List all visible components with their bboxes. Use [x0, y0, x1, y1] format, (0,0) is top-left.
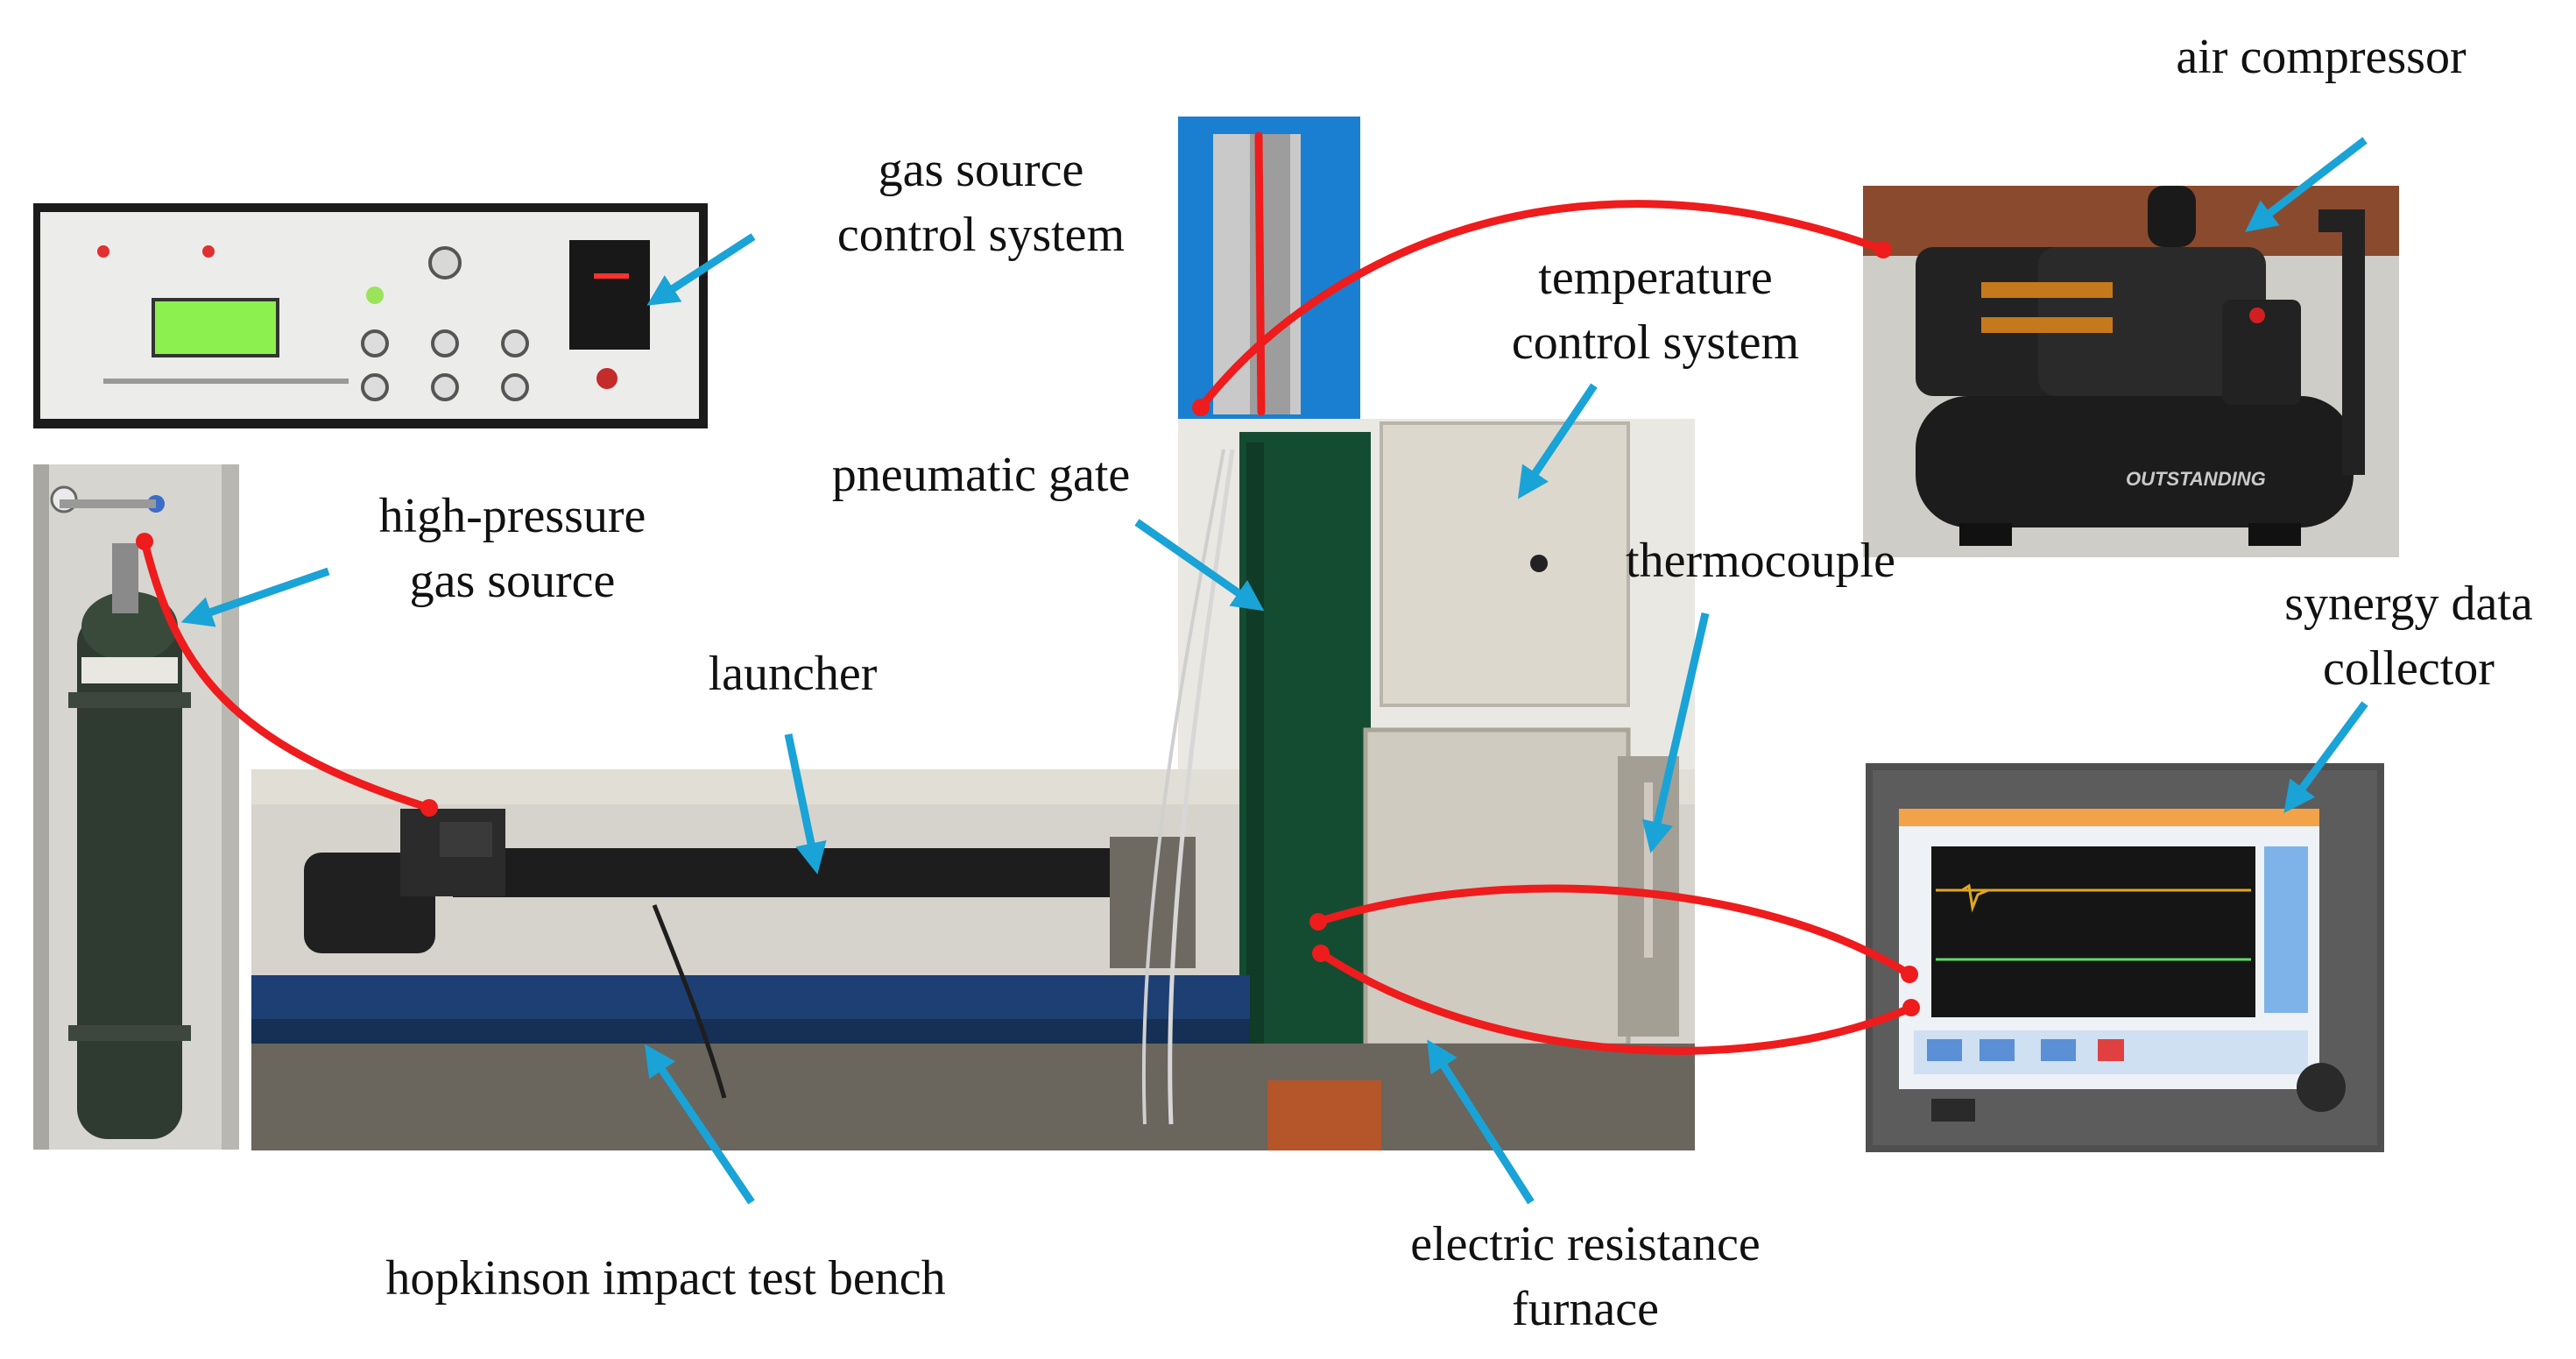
arrow-high-pressure-gas	[180, 567, 330, 627]
arrow-hopkinson	[644, 1044, 755, 1205]
gas-cylinder-photo	[33, 464, 239, 1150]
label-pneumatic-gate: pneumatic gate	[771, 442, 1191, 507]
launcher-text: launcher	[708, 647, 878, 701]
compressor-brand-text: OUTSTANDING	[2126, 468, 2266, 490]
data-collector-photo	[1866, 763, 2384, 1152]
test-bench-photo	[251, 117, 1695, 1150]
furnace-line1: electric resistance	[1410, 1217, 1761, 1271]
cable-node	[136, 533, 153, 550]
cable-node	[1901, 966, 1918, 983]
cable-node	[1192, 399, 1210, 416]
temperature-control-line2: control system	[1511, 315, 1800, 370]
label-gas-source-control: gas source control system	[771, 138, 1191, 267]
high-pressure-line2: gas source	[409, 554, 616, 608]
cable-gas-source-to-launcher	[140, 537, 434, 812]
cable-node	[1902, 999, 1920, 1016]
hopkinson-text: hopkinson impact test bench	[385, 1251, 946, 1306]
label-launcher: launcher	[648, 641, 937, 706]
label-high-pressure-gas: high-pressure gas source	[302, 484, 723, 613]
cable-node	[1309, 913, 1327, 931]
cable-node	[1312, 945, 1330, 962]
arrow-furnace	[1427, 1039, 1535, 1205]
furnace-line2: furnace	[1512, 1282, 1659, 1336]
air-compressor-text: air compressor	[2176, 30, 2467, 84]
gas-source-control-line2: control system	[836, 208, 1126, 262]
label-air-compressor: air compressor	[2128, 25, 2514, 89]
arrow-thermocouple	[1641, 612, 1710, 853]
arrow-gas-source-control	[646, 233, 756, 306]
cable-gate-upper	[1254, 131, 1266, 416]
thermocouple-text: thermocouple	[1626, 534, 1895, 588]
label-temperature-control: temperature control system	[1445, 245, 1866, 375]
cable-node	[1874, 241, 1892, 258]
cable-furnace-lower	[1316, 949, 1916, 1055]
cable-node	[420, 799, 438, 817]
pneumatic-gate-text: pneumatic gate	[831, 448, 1131, 502]
arrow-air-compressor	[2245, 137, 2368, 232]
air-compressor-photo: OUTSTANDING	[1863, 186, 2399, 557]
arrow-temperature-control	[1517, 383, 1598, 499]
synergy-line1: synergy data	[2284, 577, 2533, 631]
cable-furnace-upper	[1314, 884, 1914, 979]
arrow-synergy-collector	[2283, 701, 2368, 814]
high-pressure-line1: high-pressure	[378, 489, 646, 543]
gas-source-control-photo	[33, 203, 708, 428]
label-hopkinson: hopkinson impact test bench	[315, 1246, 1016, 1311]
label-synergy-collector: synergy data collector	[2242, 571, 2575, 701]
temperature-control-line1: temperature	[1538, 251, 1773, 305]
gas-source-control-line1: gas source	[878, 143, 1084, 197]
synergy-line2: collector	[2323, 641, 2495, 696]
arrow-pneumatic-gate	[1134, 519, 1265, 612]
label-furnace: electric resistance furnace	[1358, 1212, 1813, 1341]
label-thermocouple: thermocouple	[1594, 528, 1927, 593]
arrow-launcher	[784, 733, 827, 874]
